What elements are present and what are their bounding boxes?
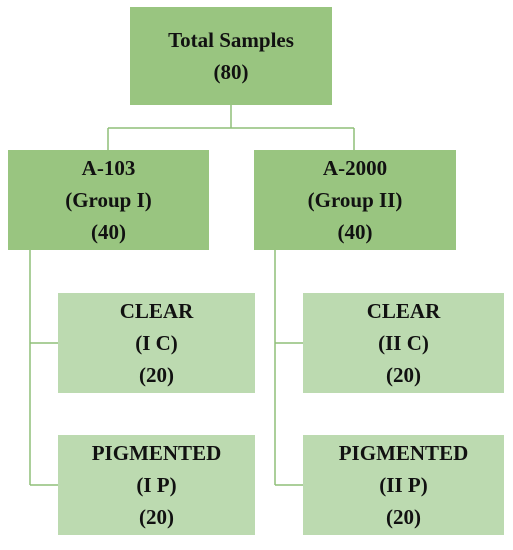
group-1-clear-code: (I C) (135, 331, 178, 355)
group-2-pigmented-box: PIGMENTED (II P) (20) (303, 435, 504, 535)
group-1-clear-count: (20) (139, 363, 174, 387)
group-1-pigmented-count: (20) (139, 505, 174, 529)
group-2-pigmented-name: PIGMENTED (338, 441, 469, 465)
group-1-box: A-103 (Group I) (40) (8, 150, 209, 250)
group-1-clear-box: CLEAR (I C) (20) (58, 293, 255, 393)
group-1-clear-name: CLEAR (119, 299, 194, 323)
group-2-name: A-2000 (322, 156, 388, 180)
group-2-clear-code: (II C) (378, 331, 429, 355)
total-samples-count: (80) (213, 60, 249, 84)
group-1-count: (40) (91, 220, 126, 244)
group-2-clear-count: (20) (386, 363, 421, 387)
group-2-pigmented-count: (20) (386, 505, 421, 529)
group-2-clear-box: CLEAR (II C) (20) (303, 293, 504, 393)
total-samples-title: Total Samples (168, 28, 294, 52)
total-samples-box: Total Samples (80) (130, 7, 332, 105)
group-1-label: (Group I) (65, 188, 152, 212)
group-1-pigmented-name: PIGMENTED (91, 441, 222, 465)
group-1-pigmented-box: PIGMENTED (I P) (20) (58, 435, 255, 535)
group-2-box: A-2000 (Group II) (40) (254, 150, 456, 250)
group-2-count: (40) (337, 220, 373, 244)
group-2-label: (Group II) (307, 188, 403, 212)
group-1-name: A-103 (81, 156, 136, 180)
group-2-clear-name: CLEAR (366, 299, 441, 323)
group-1-pigmented-code: (I P) (136, 473, 177, 497)
group-2-pigmented-code: (II P) (379, 473, 428, 497)
